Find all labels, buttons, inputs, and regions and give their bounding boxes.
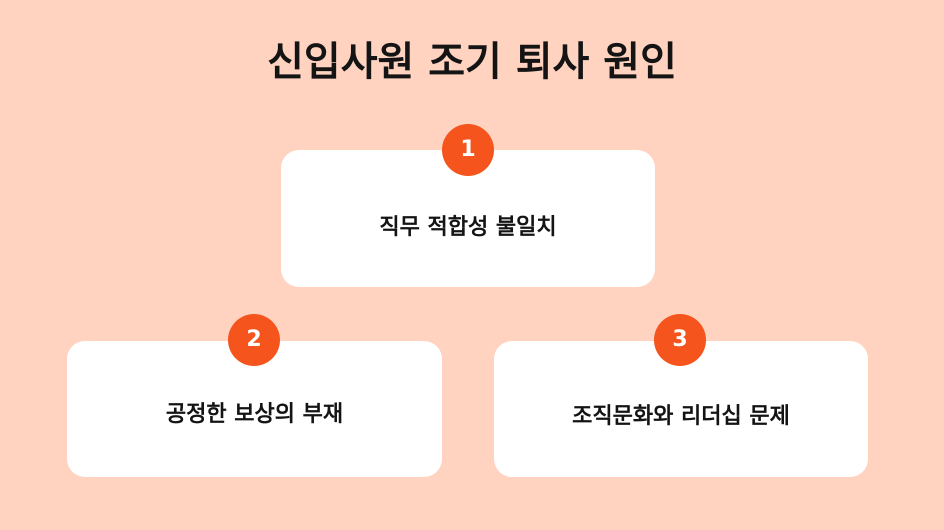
cause-card-2: 공정한 보상의 부재 (67, 341, 442, 477)
cause-label-3: 조직문화와 리더십 문제 (572, 404, 790, 429)
diagram-title: 신입사원 조기 퇴사 원인 (267, 39, 677, 85)
number-badge-3: 3 (654, 314, 706, 366)
cause-label-1: 직무 적합성 불일치 (379, 215, 557, 240)
number-badge-2: 2 (228, 314, 280, 366)
number-badge-1: 1 (442, 124, 494, 176)
cause-label-2: 공정한 보상의 부재 (165, 402, 344, 427)
